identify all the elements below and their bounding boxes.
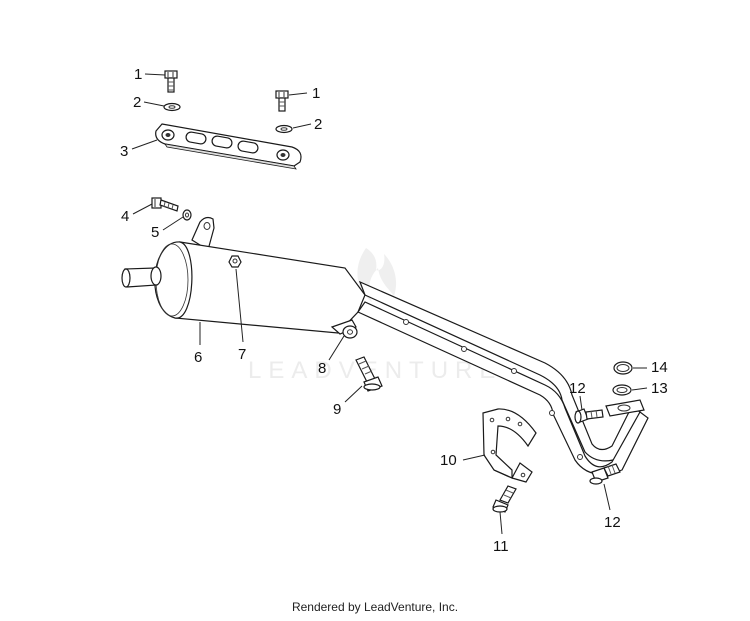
callout-10: 10 <box>440 452 457 469</box>
exhaust-head-pipe[interactable] <box>357 280 649 475</box>
gasket-part-13[interactable] <box>612 384 632 396</box>
heat-shield-part-10[interactable] <box>482 408 537 483</box>
callout-1-right: 1 <box>312 85 320 102</box>
bolt-part-11[interactable] <box>492 485 517 513</box>
bolt-part-1-left[interactable] <box>164 70 178 93</box>
callout-4: 4 <box>121 208 129 225</box>
callout-14: 14 <box>651 359 668 376</box>
muffler-part-6[interactable] <box>121 216 366 335</box>
callout-2-right: 2 <box>314 116 322 133</box>
callout-11: 11 <box>493 538 509 555</box>
nut-part-7[interactable] <box>228 255 242 268</box>
callout-3: 3 <box>120 143 128 160</box>
callout-5: 5 <box>151 224 159 241</box>
bolt-part-1-right[interactable] <box>275 90 289 112</box>
callout-9: 9 <box>333 401 341 418</box>
washer-part-8[interactable] <box>342 325 358 339</box>
callout-6: 6 <box>194 349 202 366</box>
bracket-plate-part-3[interactable] <box>155 123 302 170</box>
bolt-part-12-upper[interactable] <box>574 408 604 424</box>
callout-12-lower: 12 <box>604 514 621 531</box>
bolt-part-4[interactable] <box>151 197 179 212</box>
rendered-by-footer: Rendered by LeadVenture, Inc. <box>291 600 459 614</box>
callout-13: 13 <box>651 380 668 397</box>
bolt-part-12-lower[interactable] <box>589 463 621 485</box>
callout-7: 7 <box>238 346 246 363</box>
callout-1-left: 1 <box>134 66 142 83</box>
washer-part-2-left[interactable] <box>163 102 181 112</box>
leader-lines <box>131 73 648 535</box>
washer-part-5[interactable] <box>182 209 192 221</box>
washer-part-2-right[interactable] <box>275 124 293 134</box>
seal-ring-part-14[interactable] <box>613 361 633 375</box>
callout-12-upper: 12 <box>569 380 586 397</box>
callout-8: 8 <box>318 360 326 377</box>
bolt-part-9[interactable] <box>355 356 383 392</box>
callout-2-left: 2 <box>133 94 141 111</box>
